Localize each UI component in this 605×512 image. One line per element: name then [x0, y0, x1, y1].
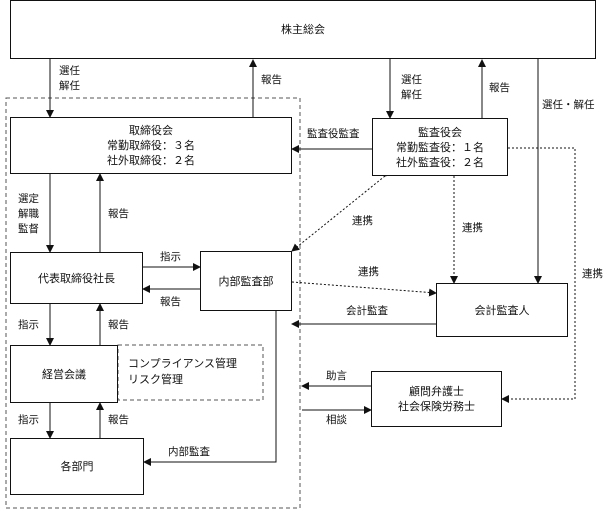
label-instruct-internal-audit: 指示 — [160, 251, 181, 263]
management-meeting-label: 経営会議 — [42, 367, 86, 381]
label-report-board: 報告 — [261, 74, 282, 86]
label-coop-audit-internal: 連携 — [352, 215, 373, 227]
board-line-2: 社外取締役：２名 — [107, 154, 195, 167]
shareholders-meeting-box: 株主総会 — [10, 0, 596, 59]
label-coop-internal-accountant: 連携 — [358, 266, 379, 278]
departments-box: 各部門 — [10, 438, 144, 495]
compliance-boundary — [117, 344, 264, 401]
label-appoint-dismiss-accountant: 選任・解任 — [542, 99, 595, 111]
label-coop-audit-accountant: 連携 — [462, 222, 483, 234]
label-report-president: 報告 — [108, 208, 129, 220]
president-label: 代表取締役社長 — [38, 271, 115, 285]
board-line-1: 常勤取締役：３名 — [107, 139, 195, 152]
audit-board-title: 監査役会 — [418, 125, 462, 139]
audit-board-box: 監査役会 常勤監査役：１名 社外監査役：２名 — [372, 118, 508, 176]
internal-audit-label: 内部監査部 — [218, 274, 274, 288]
advisors-box: 顧問弁護士 社会保険労務士 — [371, 371, 502, 427]
arrow-internal-audit-to-departments — [143, 311, 277, 466]
label-instruct-meeting: 指示 — [18, 319, 39, 331]
president-box: 代表取締役社長 — [10, 252, 143, 304]
audit-board-line-1: 常勤監査役：１名 — [396, 140, 484, 154]
label-advice: 助言 — [326, 370, 347, 382]
label-select-dismiss-supervise: 選定 解職 監督 — [18, 193, 39, 235]
label-report-auditors: 報告 — [489, 82, 510, 94]
shareholders-meeting-label: 株主総会 — [281, 23, 325, 36]
internal-audit-box: 内部監査部 — [200, 251, 292, 311]
label-internal-audit-departments: 内部監査 — [168, 446, 210, 458]
label-report-departments: 報告 — [108, 414, 129, 426]
label-appoint-dismiss-auditors: 選任 解任 — [401, 74, 422, 101]
label-instruct-departments: 指示 — [18, 414, 39, 426]
accounting-auditor-label: 会計監査人 — [474, 303, 530, 317]
management-meeting-box: 経営会議 — [10, 345, 118, 403]
departments-label: 各部門 — [60, 460, 94, 473]
compliance-line-1: コンプライアンス管理 — [128, 357, 238, 370]
label-report-meeting: 報告 — [108, 319, 129, 331]
advisors-line-2: 社会保険労務士 — [398, 400, 475, 413]
compliance-note: コンプライアンス管理 リスク管理 — [128, 356, 237, 388]
label-coop-audit-advisors: 連携 — [582, 268, 603, 280]
audit-board-line-2: 社外監査役：２名 — [396, 155, 484, 169]
label-auditor-oversight: 監査役監査 — [307, 128, 360, 140]
board-box: 取締役会 常勤取締役：３名 社外取締役：２名 — [10, 117, 292, 174]
dotted-audit-board-advisors — [501, 144, 576, 403]
board-title: 取締役会 — [129, 124, 173, 137]
company-boundary — [5, 97, 301, 509]
label-appoint-dismiss-board: 選任 解任 — [59, 65, 80, 92]
label-accounting-audit: 会計監査 — [346, 305, 388, 317]
compliance-line-2: リスク管理 — [128, 373, 183, 386]
accounting-auditor-box: 会計監査人 — [436, 283, 568, 337]
label-report-internal-audit: 報告 — [160, 296, 181, 308]
dotted-internal-audit-accountant — [284, 277, 437, 297]
label-consultation: 相談 — [326, 414, 347, 426]
advisors-line-1: 顧問弁護士 — [409, 385, 464, 398]
